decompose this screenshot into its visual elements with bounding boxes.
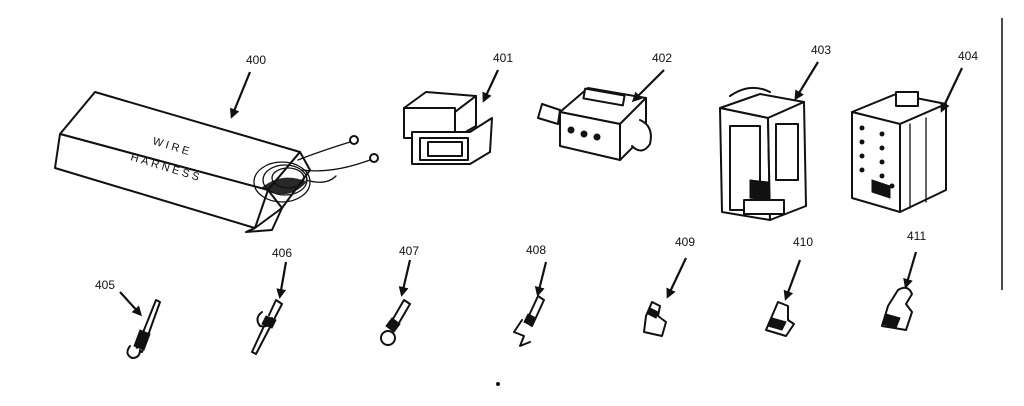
terminal-408	[513, 295, 545, 347]
part-label-407: 407	[399, 244, 419, 258]
arrow-410	[783, 259, 802, 301]
arrow-401	[482, 69, 499, 103]
arrow-408	[534, 261, 548, 297]
arrow-406	[276, 261, 288, 299]
part-label-402: 402	[652, 51, 672, 65]
part-label-401: 401	[493, 51, 513, 65]
stray-dot	[496, 382, 500, 386]
arrow-407	[398, 259, 412, 297]
part-label-400: 400	[246, 53, 266, 67]
connector-402	[537, 87, 652, 161]
part-label-410: 410	[793, 235, 813, 249]
terminal-410	[765, 301, 795, 337]
part-label-404: 404	[958, 49, 978, 63]
arrow-411	[903, 251, 918, 289]
part-label-409: 409	[675, 235, 695, 249]
terminal-406	[251, 299, 283, 355]
arrow-400	[230, 71, 252, 119]
arrow-405	[119, 291, 143, 317]
terminal-405	[126, 299, 161, 359]
arrow-409	[666, 257, 687, 299]
part-label-411: 411	[907, 229, 926, 243]
part-label-405: 405	[95, 278, 115, 292]
part-label-403: 403	[811, 43, 831, 57]
arrow-404	[940, 67, 963, 113]
connector-401	[403, 91, 493, 165]
arrow-403	[794, 61, 819, 101]
terminal-411	[881, 286, 913, 331]
terminal-409	[643, 301, 667, 337]
part-label-408: 408	[526, 243, 546, 257]
arrow-402	[631, 69, 665, 103]
wire-harness-box: WIRE HARNESS	[54, 91, 379, 233]
connector-403	[719, 86, 807, 221]
terminal-407	[380, 299, 411, 346]
connector-404	[851, 91, 947, 213]
part-label-406: 406	[272, 246, 292, 260]
